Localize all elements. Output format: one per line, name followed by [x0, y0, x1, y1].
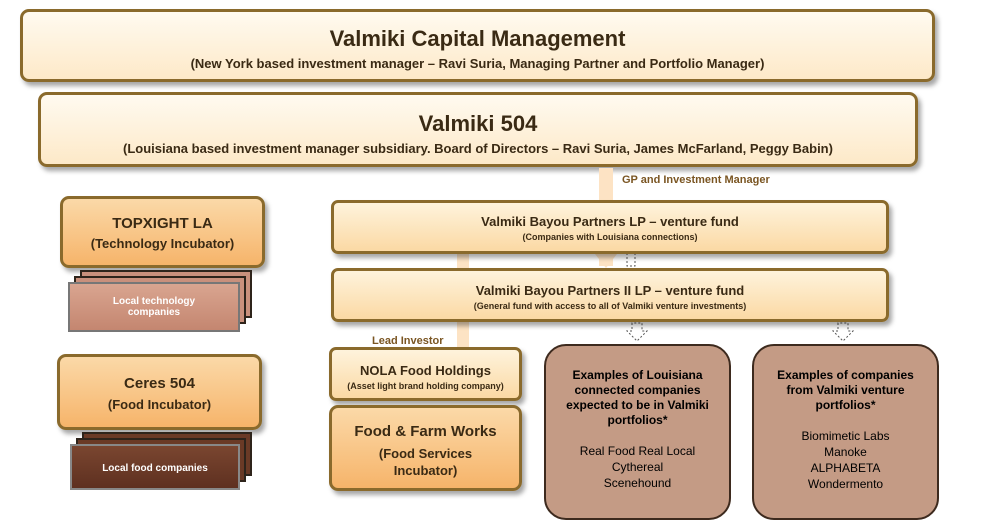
local-technology-companies-card: Local technology companies: [68, 282, 240, 332]
valmiki-504-title: Valmiki 504: [418, 111, 538, 136]
local-food-companies-label: Local food companies: [102, 463, 208, 474]
food-farm-subtitle-1: (Food Services: [378, 446, 473, 461]
bayou1-title: Valmiki Bayou Partners LP – venture fund: [481, 214, 739, 229]
list-item: Wondermento: [807, 477, 884, 491]
ceres-504-box: Ceres 504 (Food Incubator): [57, 354, 262, 430]
topxight-subtitle: (Technology Incubator): [90, 236, 235, 251]
bayou2-title: Valmiki Bayou Partners II LP – venture f…: [475, 283, 745, 298]
nola-subtitle: (Asset light brand holding company): [347, 381, 504, 391]
valmiki-capital-subtitle: (New York based investment manager – Rav…: [190, 56, 765, 71]
bayou2-subtitle: (General fund with access to all of Valm…: [473, 301, 747, 311]
list-item: Biomimetic Labs: [801, 429, 890, 443]
louisiana-examples-heading: Examples of Louisiana connected companie…: [566, 368, 709, 427]
valmiki-504-subtitle: (Louisiana based investment manager subs…: [123, 141, 833, 156]
nola-food-holdings-box: NOLA Food Holdings (Asset light brand ho…: [329, 347, 522, 401]
dotted-arrow-icon: [626, 252, 636, 267]
list-item: ALPHABETA: [810, 461, 881, 475]
list-item: Manoke: [824, 445, 867, 459]
bayou-partners-box: Valmiki Bayou Partners LP – venture fund…: [331, 200, 889, 254]
arrow-504-to-bayou: [599, 168, 613, 200]
bayou1-subtitle: (Companies with Louisiana connections): [522, 232, 698, 242]
valmiki-capital-title: Valmiki Capital Management: [329, 26, 626, 51]
arrow-down-icon: [595, 254, 617, 268]
food-farm-title: Food & Farm Works: [354, 423, 497, 440]
louisiana-examples-box: Examples of Louisiana connected companie…: [544, 344, 731, 520]
list-item: Real Food Real Local: [579, 444, 696, 458]
list-item: Cythereal: [611, 460, 664, 474]
gp-investment-manager-label: GP and Investment Manager: [622, 174, 770, 186]
valmiki-504-box: Valmiki 504 (Louisiana based investment …: [38, 92, 918, 167]
local-food-companies-card: Local food companies: [70, 444, 240, 490]
food-farm-subtitle-2: Incubator): [393, 463, 458, 478]
nola-title: NOLA Food Holdings: [360, 363, 491, 378]
food-farm-works-box: Food & Farm Works (Food Services Incubat…: [329, 405, 522, 491]
lead-investor-label: Lead Investor: [372, 335, 444, 347]
list-item: Scenehound: [603, 476, 672, 490]
dotted-arrow-down-icon: [832, 322, 854, 342]
dotted-arrow-down-icon: [626, 322, 648, 342]
topxight-la-box: TOPXIGHT LA (Technology Incubator): [60, 196, 265, 268]
local-technology-companies-label: Local technology companies: [112, 296, 196, 318]
valmiki-capital-management-box: Valmiki Capital Management (New York bas…: [20, 9, 935, 82]
ceres-subtitle: (Food Incubator): [107, 397, 212, 412]
ceres-title: Ceres 504: [124, 375, 195, 392]
bayou-partners-ii-box: Valmiki Bayou Partners II LP – venture f…: [331, 268, 889, 322]
venture-examples-box: Examples of companies from Valmiki ventu…: [752, 344, 939, 520]
venture-examples-heading: Examples of companies from Valmiki ventu…: [777, 368, 914, 412]
topxight-title: TOPXIGHT LA: [112, 215, 213, 232]
